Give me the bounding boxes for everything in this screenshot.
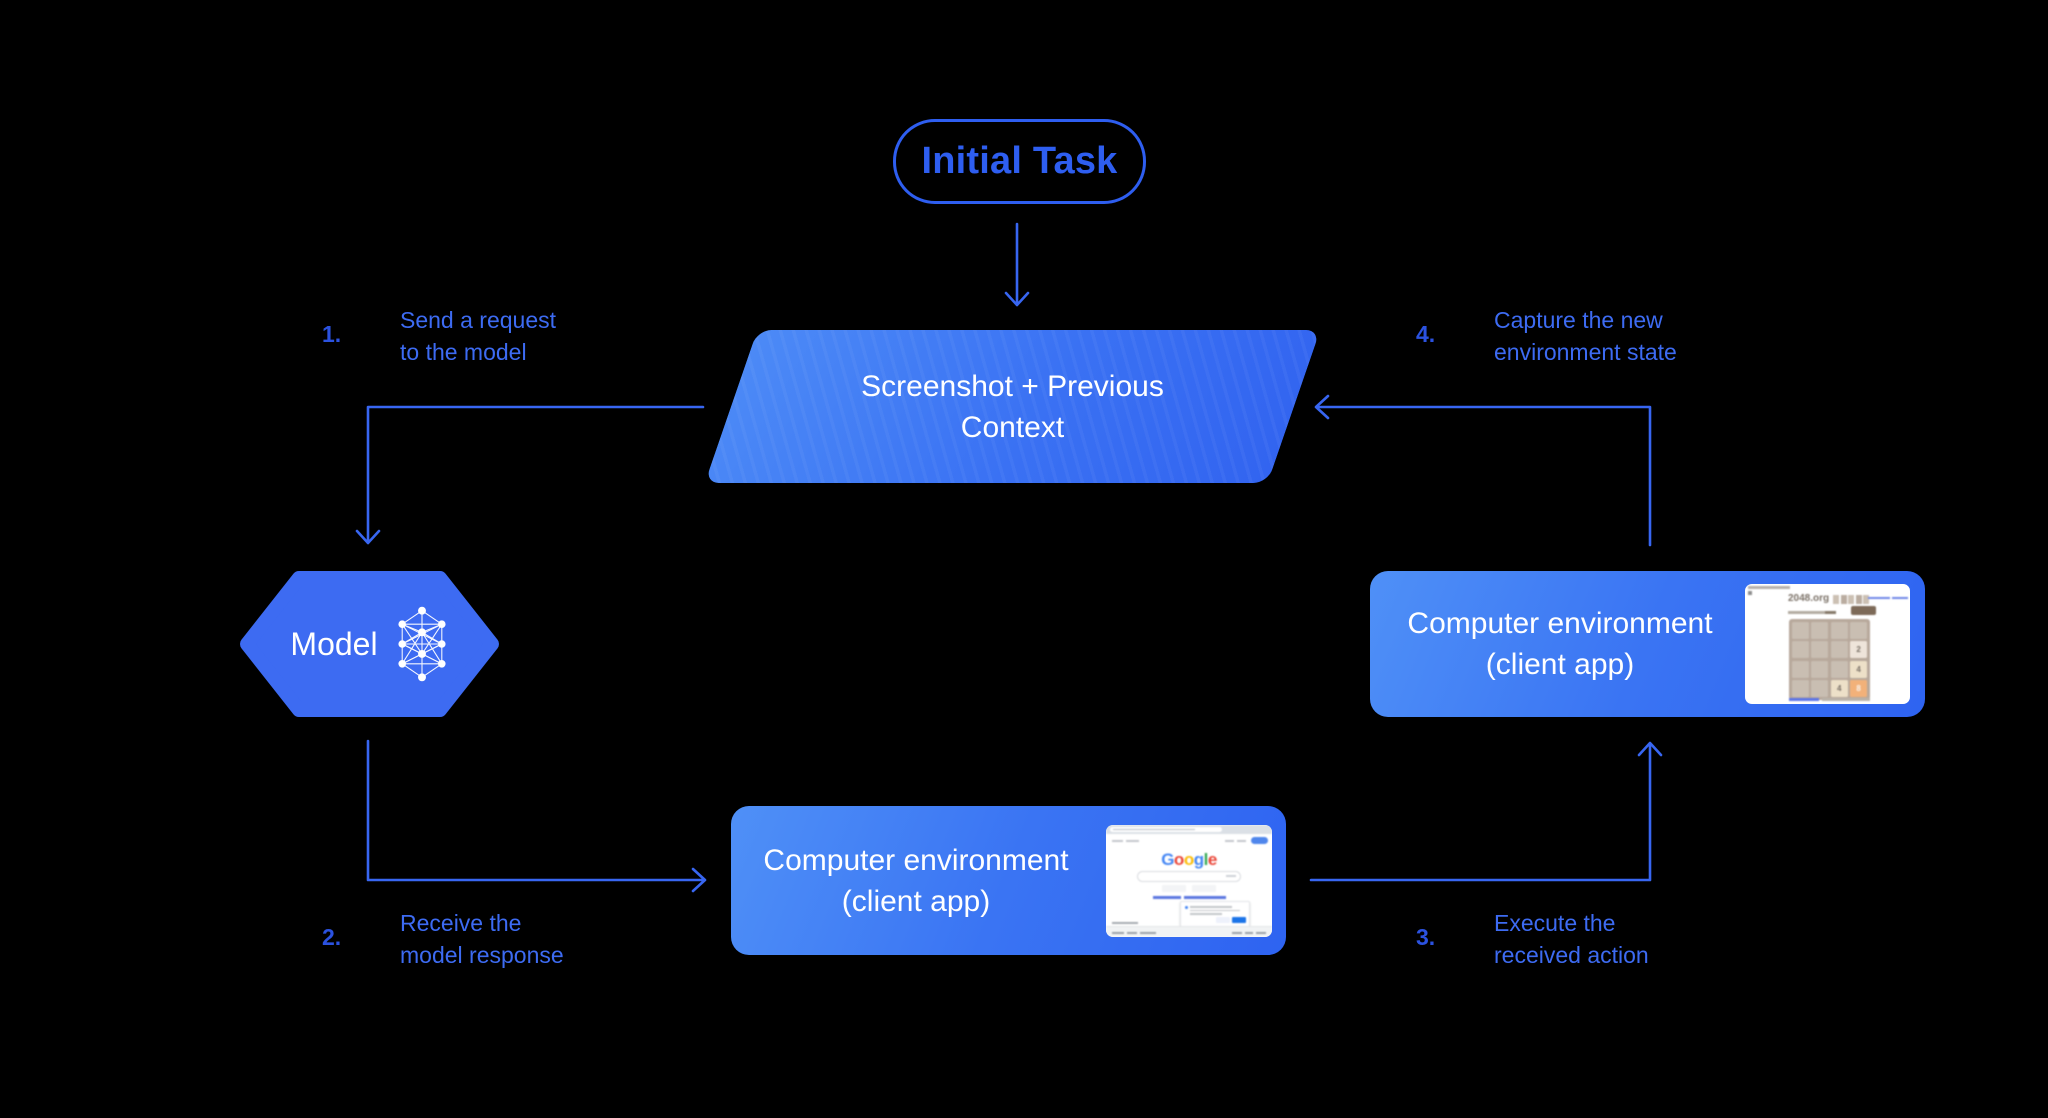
step-2-number: 2. bbox=[322, 924, 342, 950]
hexagon-shape bbox=[240, 571, 499, 717]
search-box bbox=[1137, 871, 1241, 882]
cookie-consent-dialog bbox=[1180, 901, 1250, 927]
dialog-primary-button bbox=[1232, 917, 1246, 923]
node-env-bottom: Computer environment (client app) Google bbox=[731, 806, 1286, 955]
game-cell bbox=[1792, 622, 1809, 639]
dialog-secondary-button bbox=[1216, 917, 1230, 923]
game-cell bbox=[1830, 660, 1848, 678]
neural-network-icon bbox=[397, 606, 446, 682]
header-links bbox=[1868, 597, 1908, 600]
google-g-icon bbox=[1185, 906, 1188, 909]
arrow-env-right-to-screenshot bbox=[1314, 394, 1652, 547]
game-tile: 4 bbox=[1830, 680, 1848, 697]
address-bar bbox=[1110, 827, 1222, 832]
sign-in-button bbox=[1251, 837, 1268, 844]
arrow-model-to-env-bottom bbox=[366, 739, 707, 893]
google-homepage-thumbnail: Google bbox=[1106, 825, 1272, 937]
footer-links bbox=[1789, 698, 1870, 701]
google-logo: Google bbox=[1161, 850, 1217, 869]
step-1-label: Send a request to the model bbox=[400, 307, 557, 365]
language-links bbox=[1106, 896, 1272, 899]
game-cell bbox=[1830, 622, 1848, 639]
game-cell bbox=[1792, 660, 1809, 678]
game-cell bbox=[1792, 680, 1809, 697]
step-4-number: 4. bbox=[1416, 321, 1436, 347]
game-tile: 4 bbox=[1850, 660, 1867, 678]
game-cell bbox=[1811, 622, 1829, 639]
game-cell bbox=[1830, 641, 1848, 659]
new-game-button bbox=[1851, 606, 1876, 615]
score-boxes bbox=[1833, 595, 1869, 604]
env-bottom-label: Computer environment (client app) bbox=[763, 843, 1069, 918]
step-1-number: 1. bbox=[322, 321, 342, 347]
arrow-env-bottom-to-env-right bbox=[1309, 741, 1663, 882]
game-cell bbox=[1792, 641, 1809, 659]
game-tile: 8 bbox=[1850, 680, 1867, 697]
page-footer bbox=[1106, 926, 1272, 937]
step-3-label: Execute the received action bbox=[1494, 910, 1649, 968]
site-title: 2048.org bbox=[1788, 593, 1830, 604]
browser-tab-bar bbox=[1106, 825, 1272, 834]
game-tile: 2 bbox=[1850, 641, 1867, 659]
arrow-screenshot-to-model bbox=[355, 405, 705, 545]
screenshot-context-label: Screenshot + Previous Context bbox=[861, 369, 1164, 444]
game-cell bbox=[1811, 680, 1829, 697]
page-top-nav bbox=[1106, 834, 1272, 848]
browser-tab bbox=[1748, 586, 1790, 589]
step-2-label: Receive the model response bbox=[400, 910, 564, 968]
game-cell bbox=[1850, 622, 1867, 639]
model-label: Model bbox=[290, 625, 378, 662]
search-buttons bbox=[1106, 885, 1272, 892]
step-4-label: Capture the new environment state bbox=[1494, 307, 1677, 365]
game-cell bbox=[1811, 660, 1829, 678]
arrow-initial-to-screenshot bbox=[1004, 222, 1030, 307]
env-right-label: Computer environment (client app) bbox=[1407, 607, 1713, 681]
step-3-number: 3. bbox=[1416, 924, 1436, 950]
node-model: Model bbox=[239, 570, 500, 718]
initial-task-label: Initial Task bbox=[921, 140, 1118, 182]
game-cell bbox=[1811, 641, 1829, 659]
node-env-right: Computer environment (client app) 2048.o… bbox=[1370, 571, 1925, 717]
node-screenshot-context: Screenshot + Previous Context bbox=[704, 330, 1321, 483]
node-initial-task: Initial Task bbox=[893, 119, 1146, 204]
